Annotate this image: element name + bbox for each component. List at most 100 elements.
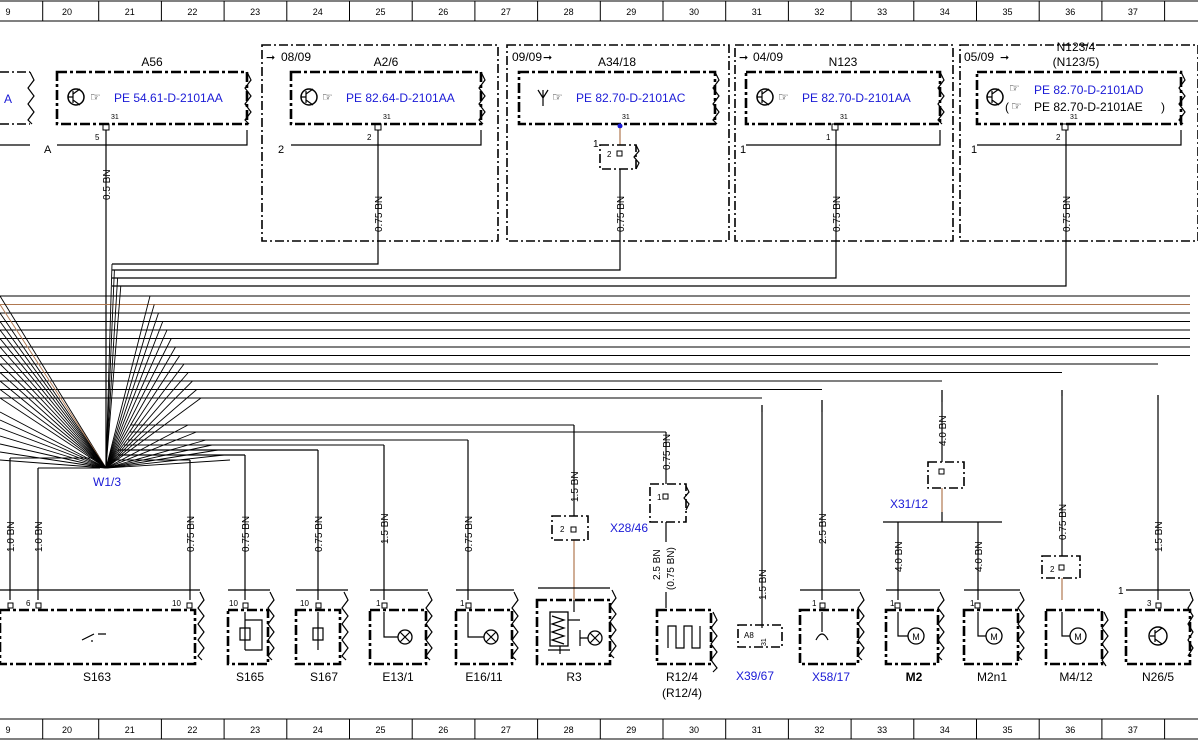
component-n123-4[interactable]: 05/09 ➞ N123/4 (N123/5) ☞ PE 82.70-D-210…: [959, 40, 1198, 242]
svg-text:S163: S163: [83, 670, 111, 684]
switch-icon: [81, 633, 106, 642]
grid-column-number: 31: [752, 7, 762, 17]
pointer-icon: ☞: [552, 90, 563, 104]
svg-text:1: 1: [971, 144, 977, 156]
fan-wire: [105, 321, 164, 469]
svg-text:31: 31: [761, 638, 768, 646]
ground-fan: [0, 263, 231, 469]
svg-text:1: 1: [657, 493, 662, 502]
component-r3[interactable]: R3: [535, 587, 617, 684]
fan-wire: [105, 355, 181, 469]
component-cutoff-left: A: [0, 71, 35, 146]
pointer-icon: ☞: [778, 90, 789, 104]
top-wires: 0.5 BN 0.75 BN 0.75 BN 0.75 BN 0.75 BN: [102, 130, 1073, 468]
svg-text:(R12/4): (R12/4): [662, 686, 702, 700]
svg-text:(N123/5): (N123/5): [1053, 55, 1100, 69]
svg-text:X39/67[interactable]: X39/67: [736, 669, 774, 683]
component-r12-4[interactable]: R12/4 (R12/4): [655, 608, 718, 700]
grid-column-number: 35: [1002, 725, 1012, 735]
component-s163[interactable]: 6 10 S163: [0, 589, 205, 684]
svg-text:S167: S167: [310, 670, 338, 684]
fan-wire: [0, 389, 107, 469]
component-s167[interactable]: 10 S167: [294, 589, 349, 684]
svg-text:1.5 BN: 1.5 BN: [1154, 521, 1165, 552]
svg-text:X28/46[interactable]: X28/46: [610, 521, 648, 535]
grid-column-number: 28: [564, 725, 574, 735]
svg-text:1: 1: [970, 599, 975, 608]
fan-wire: [105, 285, 122, 469]
pointer-icon: ☞: [1009, 81, 1020, 95]
fan-wire: [0, 304, 107, 469]
svg-text:0.75 BN: 0.75 BN: [186, 516, 197, 552]
fan-wire: [105, 363, 185, 469]
component-a56[interactable]: A56 ☞ PE 54.61-D-2101AA 31 5 A: [44, 55, 252, 156]
fan-wire: [105, 329, 168, 469]
component-m2[interactable]: 1 M M2: [884, 589, 945, 684]
svg-text:M2: M2: [906, 670, 923, 684]
svg-text:31: 31: [383, 114, 391, 121]
svg-text:0.75 BN: 0.75 BN: [374, 196, 385, 232]
svg-text:0.75 BN: 0.75 BN: [662, 434, 673, 470]
fan-wire: [105, 269, 115, 469]
svg-text:2: 2: [560, 525, 565, 534]
grid-column-number: 21: [125, 725, 135, 735]
fan-wire: [0, 451, 107, 469]
component-a34-18[interactable]: 09/09 ➞ A34/18 ☞ PE 82.70-D-2101AC 31 1 …: [506, 44, 730, 242]
component-a2-6[interactable]: ➞ 08/09 A2/6 ☞ PE 82.64-D-2101AA 31 2 2: [261, 44, 499, 242]
svg-text:X31/12[interactable]: X31/12: [890, 497, 928, 511]
fan-wire: [0, 397, 107, 469]
component-e16-11[interactable]: 1 E16/11: [454, 589, 519, 684]
fan-wire: [0, 355, 107, 469]
svg-text:0.75 BN: 0.75 BN: [464, 516, 475, 552]
transistor-icon: [1148, 626, 1168, 646]
svg-text:PE 82.70-D-2101AA[interactable]: PE 82.70-D-2101AA: [802, 91, 911, 105]
fan-wire: [0, 372, 107, 469]
svg-text:05/09: 05/09: [964, 50, 994, 64]
component-s165[interactable]: 10 S165: [226, 589, 275, 684]
transistor-icon: [986, 88, 1004, 106]
grid-column-number: 36: [1065, 725, 1075, 735]
ground-point-label[interactable]: W1/3: [93, 475, 121, 489]
transistor-icon: [756, 88, 774, 106]
fan-wire: [105, 346, 176, 469]
component-n26-5[interactable]: 3 1 N26/5: [1118, 586, 1194, 684]
component-x58-17[interactable]: 1 X58/17: [798, 589, 865, 684]
ref-link[interactable]: PE 54.61-D-2101AA: [114, 91, 223, 105]
connector-x31-12[interactable]: X31/12: [890, 461, 965, 511]
grid-column-number: 25: [375, 725, 385, 735]
bus-lines: [0, 295, 1190, 469]
connector-x28-46[interactable]: 1 X28/46: [610, 483, 690, 535]
svg-text:A2/6: A2/6: [374, 55, 399, 69]
fan-wire: [105, 444, 213, 469]
svg-text:M: M: [912, 632, 920, 642]
fan-wire: [105, 338, 172, 469]
svg-text:PE 82.64-D-2101AA[interactable]: PE 82.64-D-2101AA: [346, 91, 455, 105]
component-m4-12[interactable]: M M4/12: [1044, 608, 1109, 684]
component-e13-1[interactable]: 1 E13/1: [368, 589, 433, 684]
svg-text:M: M: [990, 632, 998, 642]
connector-m4-12-plug: 2: [1041, 555, 1081, 579]
grid-column-number: 36: [1065, 7, 1075, 17]
grid-column-number: 31: [752, 725, 762, 735]
svg-text:PE 82.70-D-2101AD[interactable]: PE 82.70-D-2101AD: [1034, 83, 1144, 97]
component-n123[interactable]: ➞ 04/09 N123 ☞ PE 82.70-D-2101AA 31 1 1: [734, 44, 954, 242]
grid-column-number: 34: [940, 7, 950, 17]
fan-wire: [0, 419, 107, 469]
svg-text:E16/11: E16/11: [465, 670, 502, 684]
svg-text:X58/17[interactable]: X58/17: [812, 670, 850, 684]
grid-column-number: 21: [125, 7, 135, 17]
svg-text:6: 6: [26, 599, 31, 608]
grid-column-number: 33: [877, 7, 887, 17]
heater-icon: [548, 600, 580, 654]
svg-text:31: 31: [622, 114, 630, 121]
svg-text:PE 82.70-D-2101AC[interactable]: PE 82.70-D-2101AC: [576, 91, 686, 105]
svg-text:1.5 BN: 1.5 BN: [380, 513, 391, 544]
connector-x39-67[interactable]: A8 31 X39/67: [736, 624, 783, 683]
svg-text:3: 3: [1147, 599, 1152, 608]
grid-column-number: 29: [626, 725, 636, 735]
svg-text:2: 2: [1050, 565, 1055, 574]
component-m2n1[interactable]: 1 M M2n1: [962, 589, 1025, 684]
transistor-icon: [300, 88, 318, 106]
